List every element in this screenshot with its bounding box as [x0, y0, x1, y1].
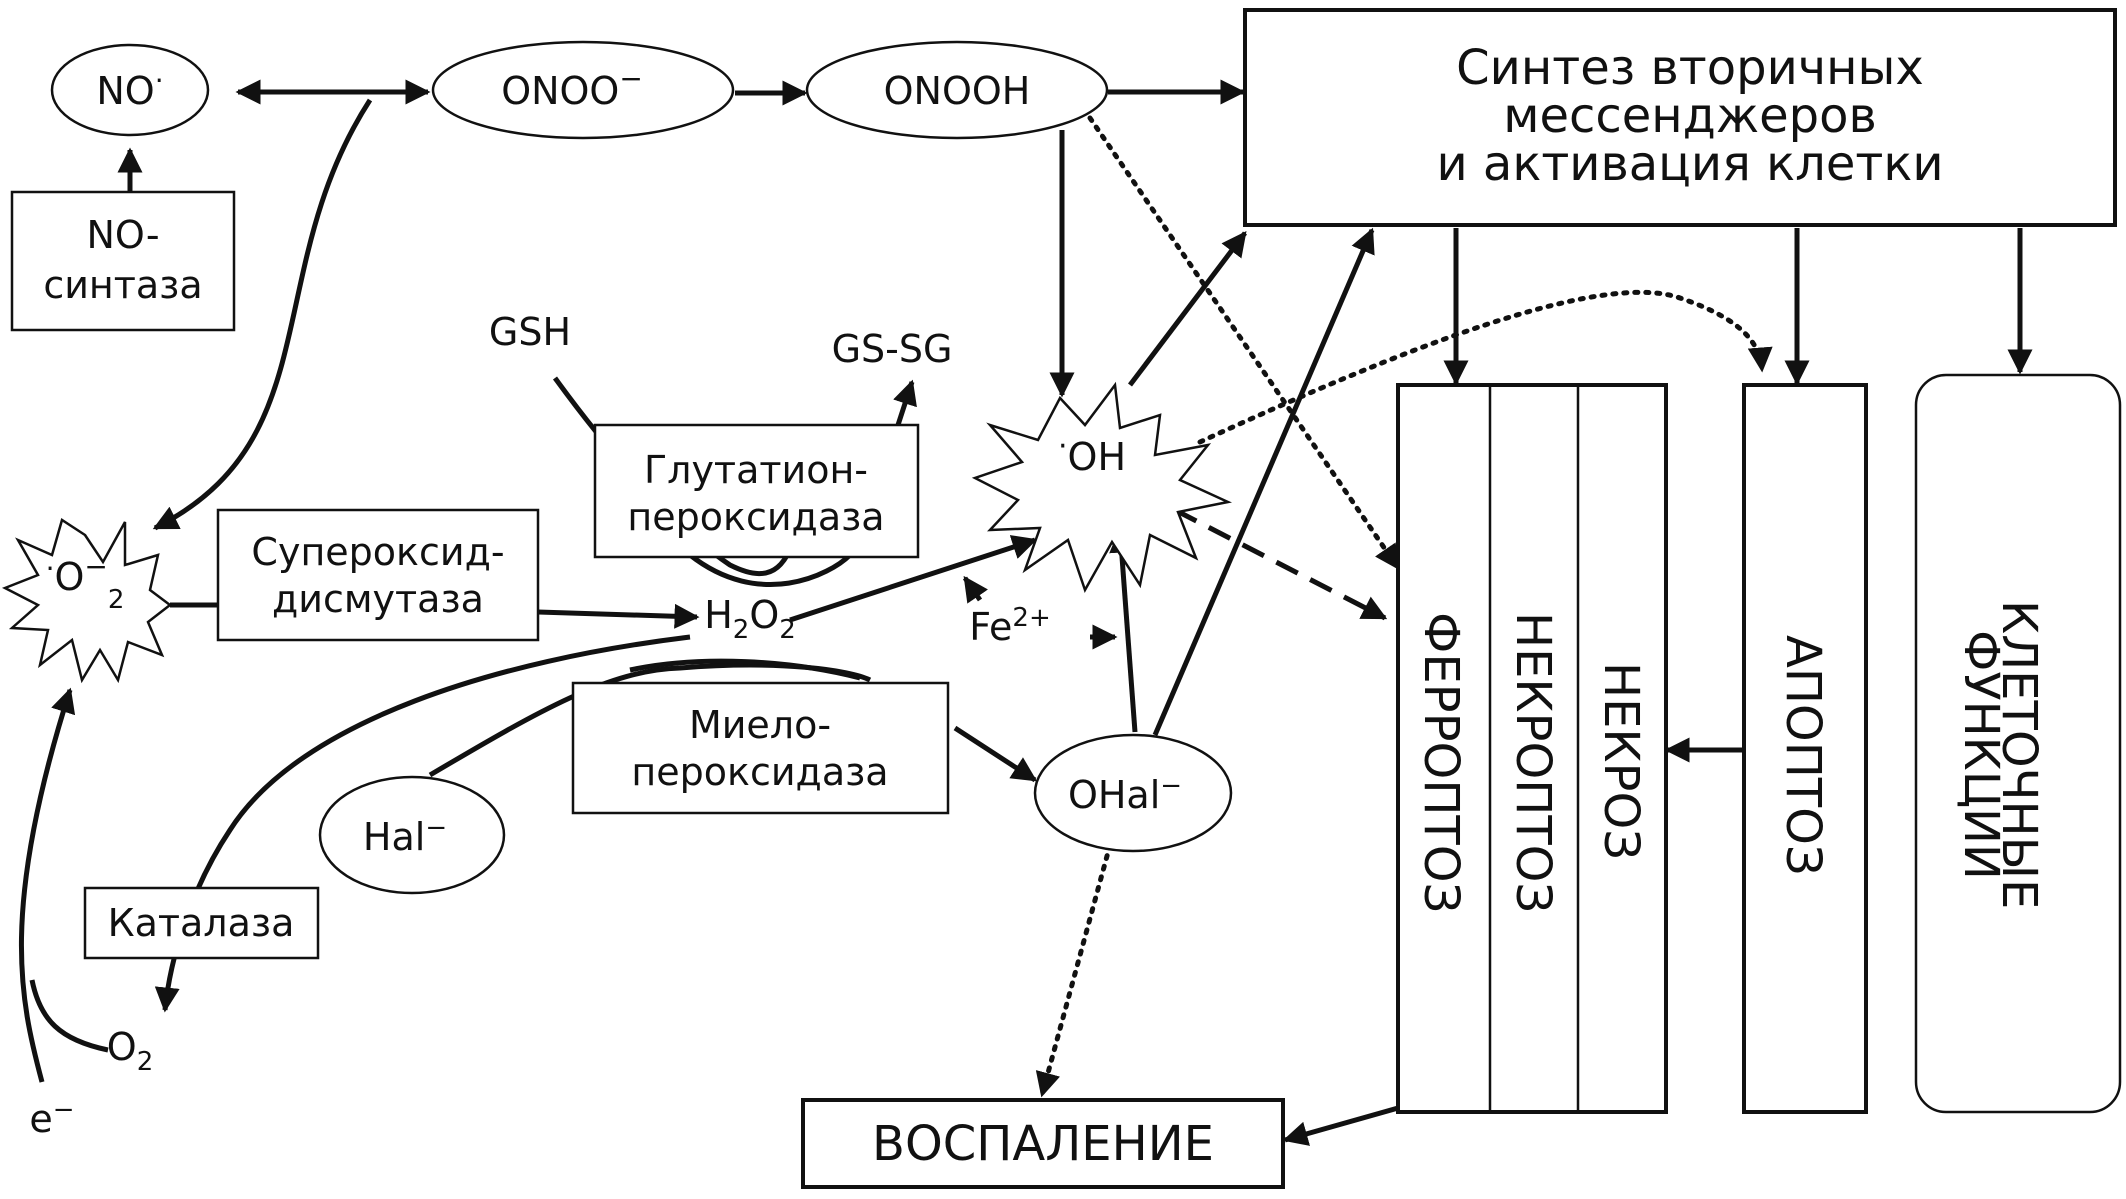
- inflammation-label: ВОСПАЛЕНИЕ: [872, 1116, 1214, 1172]
- node-synthesis: Синтез вторичных мессенджеров и активаци…: [1243, 8, 2117, 227]
- gsh-label: GSH: [489, 310, 571, 354]
- dotted-onooh-ferroptosis: [1087, 115, 1401, 571]
- no-synthase-line-2: синтаза: [43, 263, 202, 307]
- node-catalase: Каталаза: [83, 886, 320, 960]
- arrow-fe-h2o2-mark: [962, 575, 989, 604]
- electron-label: e−: [29, 1095, 74, 1141]
- curve-o2-electron: [29, 979, 109, 1053]
- onoo-label: ONOO: [501, 69, 619, 113]
- synthesis-line-1: Синтез вторичных: [1456, 40, 1924, 96]
- node-onoo: ONOO−: [431, 40, 735, 140]
- node-inflammation: ВОСПАЛЕНИЕ: [801, 1098, 1285, 1189]
- node-onooh: ONOOH: [805, 40, 1109, 140]
- svg-text:·OH: ·OH: [1058, 429, 1126, 479]
- ferroptosis-label: ФЕРРОПТОЗ: [1413, 612, 1469, 913]
- necroptosis-label: НЕКРОПТОЗ: [1505, 612, 1561, 913]
- onoo-charge: −: [619, 62, 642, 95]
- synthesis-line-2: мессенджеров: [1503, 88, 1877, 144]
- dotted-ohal-inflammation: [1035, 842, 1113, 1098]
- gpx-line-2: пероксидаза: [627, 495, 884, 539]
- sod-line-1: Супероксид-: [251, 530, 504, 574]
- curve-gsh-gpx-return: [688, 553, 852, 587]
- oh-starburst: [971, 381, 1233, 594]
- no-radical-dot: ·: [155, 64, 164, 97]
- node-myeloperoxidase: Миело- пероксидаза: [571, 681, 950, 815]
- svg-text:Hal−: Hal−: [363, 813, 447, 859]
- curve-h2o2-mpo: [629, 658, 861, 681]
- oh-label: OH: [1068, 435, 1126, 479]
- node-superoxide-dismutase: Супероксид- дисмутаза: [216, 508, 540, 642]
- node-cell-death-group: ФЕРРОПТОЗ НЕКРОПТОЗ НЕКРОЗ: [1396, 383, 1668, 1114]
- onooh-label: ONOOH: [884, 69, 1031, 113]
- fe-label: Fe2+: [969, 603, 1051, 649]
- gssg-label: GS-SG: [832, 327, 953, 371]
- no-synthase-line-1: NO-: [86, 213, 159, 257]
- superoxide-starburst: [1, 518, 173, 684]
- arrow-superoxide-onoo: [152, 98, 373, 531]
- hal-label: Hal: [363, 815, 425, 859]
- node-ohal: OHal−: [1033, 733, 1233, 853]
- mpo-line-2: пероксидаза: [631, 750, 888, 794]
- oh-radical-dot: ·: [1058, 429, 1068, 464]
- node-no-radical: NO·: [50, 43, 210, 137]
- arrow-mpo-ohal: [953, 725, 1038, 783]
- arrow-h2o2-oh: [789, 535, 1038, 623]
- node-apoptosis: АПОПТОЗ: [1742, 383, 1868, 1114]
- svg-text:·O−2: ·O−2: [46, 550, 125, 615]
- arrow-ohal-oh: [1109, 527, 1138, 733]
- necrosis-label: НЕКРОЗ: [1593, 662, 1649, 860]
- arrow-oh-synthesis: [1128, 231, 1247, 387]
- arrow-sod-h2o2: [537, 603, 700, 629]
- o2-label: O2: [107, 1025, 153, 1077]
- sod-line-2: дисмутаза: [272, 577, 484, 621]
- mpo-line-1: Миело-: [689, 703, 831, 747]
- ohal-label: OHal: [1068, 773, 1160, 817]
- node-cell-functions: КЛЕТОЧНЫЕ ФУНКЦИИ: [1914, 373, 2122, 1114]
- node-glutathione-peroxidase: Глутатион- пероксидаза: [593, 423, 920, 559]
- svg-text:NO·: NO·: [96, 64, 163, 113]
- node-no-synthase: NO- синтаза: [10, 190, 236, 332]
- h2o2-label: H2O2: [704, 593, 796, 645]
- ohal-charge: −: [1160, 771, 1182, 801]
- cell-functions-line-1: КЛЕТОЧНЫЕ: [1991, 600, 2047, 909]
- gpx-line-1: Глутатион-: [644, 448, 868, 492]
- node-oh-radical: ·OH: [971, 381, 1233, 594]
- cell-functions-line-2: ФУНКЦИИ: [1953, 630, 2009, 880]
- superoxide-charge: −: [84, 550, 107, 583]
- dashed-oh-ferroptosis: [1173, 507, 1388, 621]
- node-hal: Hal−: [318, 775, 506, 895]
- dotted-oh-apoptosis: [1197, 289, 1773, 445]
- superoxide-sub: 2: [108, 585, 125, 615]
- no-label: NO: [96, 69, 154, 113]
- superoxide-dot: ·: [46, 552, 55, 585]
- node-superoxide: ·O−2: [1, 518, 173, 684]
- synthesis-line-3: и активация клетки: [1436, 136, 1943, 192]
- superoxide-o: O: [54, 555, 84, 599]
- arrow-ohal-synthesis: [1152, 227, 1375, 736]
- catalase-label: Каталаза: [108, 901, 295, 945]
- arrow-necrosis-inflammation: [1282, 1105, 1399, 1146]
- hal-charge: −: [425, 813, 447, 843]
- svg-text:ONOO−: ONOO−: [501, 62, 643, 113]
- apoptosis-label: АПОПТОЗ: [1775, 635, 1831, 876]
- curve-electron-superoxide: [18, 687, 76, 1083]
- svg-text:OHal−: OHal−: [1068, 771, 1182, 817]
- arrow-gpx-gssg: [893, 379, 917, 426]
